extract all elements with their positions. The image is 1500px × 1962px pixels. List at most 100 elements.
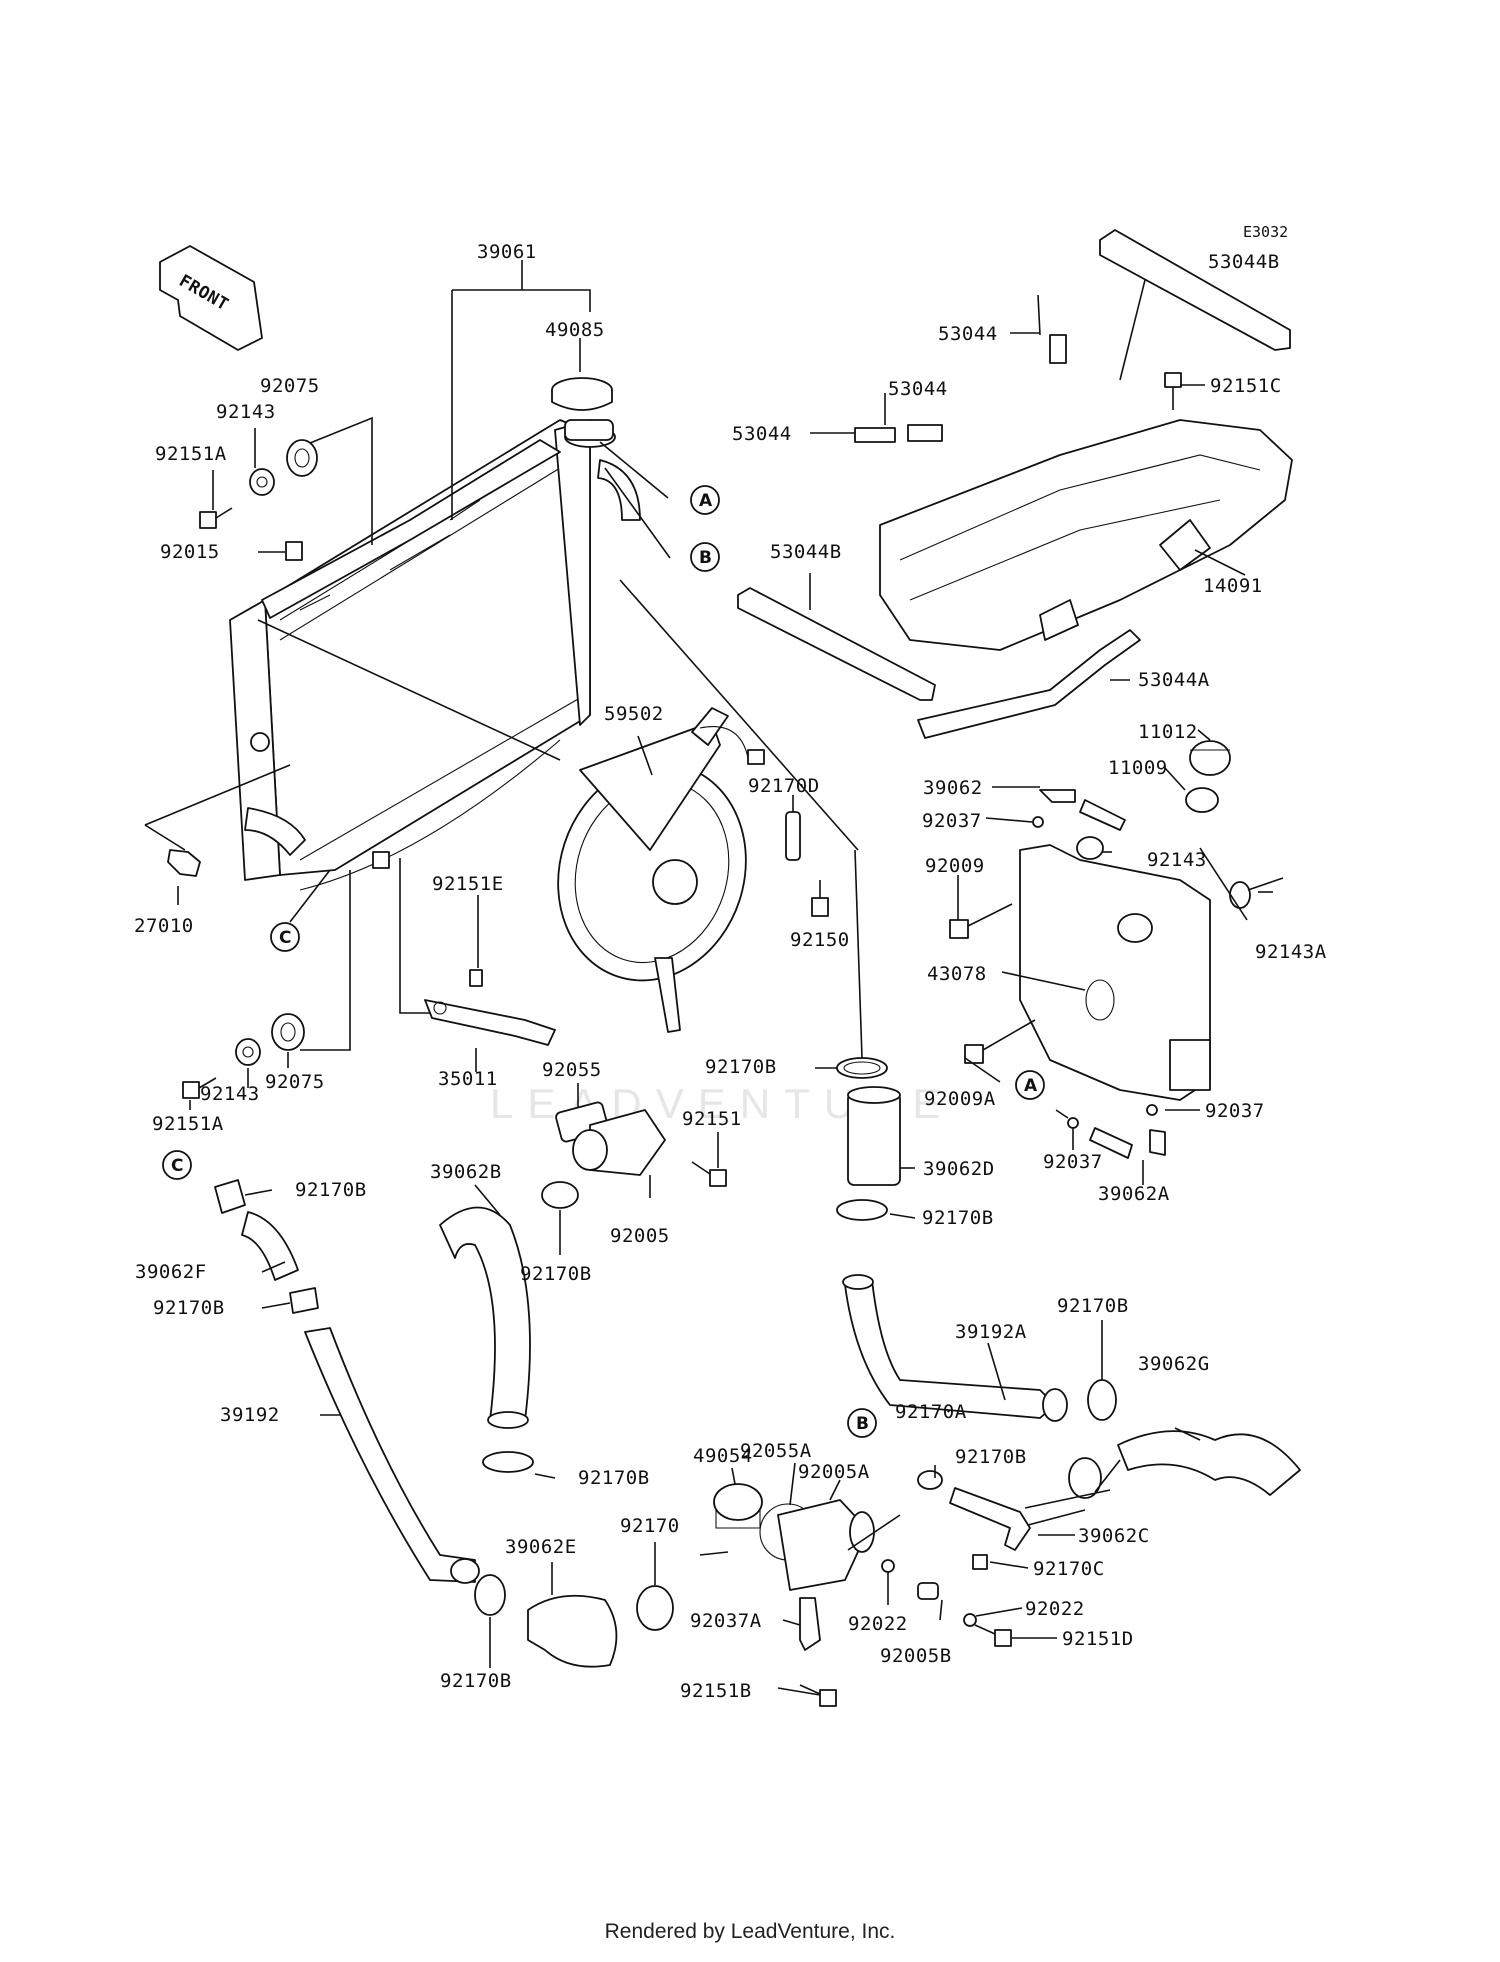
label-39062A: 39062A bbox=[1098, 1183, 1170, 1205]
thermostat-49054 bbox=[713, 1483, 763, 1529]
label-92015: 92015 bbox=[160, 541, 220, 563]
clamp-92037-mid bbox=[1067, 1117, 1079, 1129]
label-92170B-d: 92170B bbox=[578, 1467, 650, 1489]
label-92151A-bot: 92151A bbox=[152, 1113, 224, 1135]
bolt-92151C bbox=[1164, 372, 1182, 410]
bracket-35011 bbox=[424, 969, 556, 1046]
grommet-bottom bbox=[271, 1013, 305, 1051]
svg-text:B: B bbox=[856, 1414, 869, 1434]
label-92009: 92009 bbox=[925, 855, 985, 877]
seal-53044-c bbox=[854, 427, 896, 443]
grommet-top bbox=[286, 439, 318, 477]
label-11012: 11012 bbox=[1138, 721, 1198, 743]
hose-39062E bbox=[527, 1594, 618, 1668]
label-92037A: 92037A bbox=[690, 1610, 762, 1632]
label-92037-right: 92037 bbox=[1205, 1100, 1265, 1122]
hose-39062B bbox=[439, 1206, 531, 1429]
seal-53044B-mid bbox=[737, 587, 936, 701]
label-92170B-f: 92170B bbox=[153, 1297, 225, 1319]
footer-credit: Rendered by LeadVenture, Inc. bbox=[604, 1920, 896, 1943]
clip-92170D bbox=[785, 811, 801, 861]
label-92022-b: 92022 bbox=[1025, 1598, 1085, 1620]
label-39062B: 39062B bbox=[430, 1161, 502, 1183]
label-92170: 92170 bbox=[620, 1515, 680, 1537]
pipe-39192 bbox=[304, 1327, 480, 1584]
label-92037-mid: 92037 bbox=[1043, 1151, 1103, 1173]
label-39062: 39062 bbox=[923, 777, 983, 799]
label-92022-a: 92022 bbox=[848, 1613, 908, 1635]
label-27010: 27010 bbox=[134, 915, 194, 937]
label-53044B-mid: 53044B bbox=[770, 541, 842, 563]
label-92151A-top: 92151A bbox=[155, 443, 227, 465]
label-92170B-g: 92170B bbox=[440, 1670, 512, 1692]
bolt-92150 bbox=[811, 897, 829, 917]
part-labels: 39061 49085 92075 92143 92151A 92015 270… bbox=[134, 241, 1327, 1702]
seal-53044-a bbox=[1049, 334, 1067, 364]
svg-text:C: C bbox=[171, 1156, 183, 1176]
radiator-drawing bbox=[229, 419, 641, 891]
clamp-92170 bbox=[636, 1585, 674, 1631]
filler-cap-11012 bbox=[1189, 740, 1231, 776]
grommet-92143-tank bbox=[1076, 836, 1104, 860]
label-92143-tank: 92143 bbox=[1147, 849, 1207, 871]
clamp-92170B-f bbox=[289, 1287, 319, 1314]
clamp-92170B-d bbox=[482, 1451, 534, 1473]
label-92143-bot: 92143 bbox=[200, 1083, 260, 1105]
callout-c-bottom: C bbox=[162, 1150, 192, 1180]
washer-bottom bbox=[235, 1038, 261, 1066]
clamp-92037-top bbox=[1032, 816, 1044, 828]
bolt-92151D bbox=[974, 1624, 1012, 1647]
clamp-92170B-g bbox=[474, 1574, 506, 1616]
label-39061: 39061 bbox=[477, 241, 537, 263]
label-53044-c: 53044 bbox=[732, 423, 792, 445]
cover-14091 bbox=[879, 419, 1293, 651]
hose-39062D bbox=[847, 1086, 901, 1186]
clamp-92037-right bbox=[1146, 1104, 1158, 1116]
label-92037-top: 92037 bbox=[922, 810, 982, 832]
hose-39062 bbox=[1039, 789, 1126, 831]
label-35011: 35011 bbox=[438, 1068, 498, 1090]
svg-text:A: A bbox=[699, 491, 713, 511]
label-49085: 49085 bbox=[545, 319, 605, 341]
hose-39062G bbox=[1117, 1430, 1301, 1496]
label-49054: 49054 bbox=[693, 1445, 753, 1467]
label-14091: 14091 bbox=[1203, 575, 1263, 597]
label-92170B-a: 92170B bbox=[705, 1056, 777, 1078]
label-92170B-h: 92170B bbox=[1057, 1295, 1129, 1317]
label-92009A: 92009A bbox=[924, 1088, 996, 1110]
bolt-top bbox=[199, 507, 233, 529]
label-92151C: 92151C bbox=[1210, 375, 1282, 397]
label-92151: 92151 bbox=[682, 1108, 742, 1130]
label-92143A: 92143A bbox=[1255, 941, 1327, 963]
label-92151D: 92151D bbox=[1062, 1628, 1134, 1650]
label-39062F: 39062F bbox=[135, 1261, 207, 1283]
callout-b-bottom: B bbox=[847, 1408, 877, 1438]
nut-clip-92015 bbox=[285, 541, 303, 561]
label-92170D: 92170D bbox=[748, 775, 820, 797]
callout-a-top: A bbox=[690, 485, 720, 515]
washer-top bbox=[249, 468, 275, 496]
bolt-92009 bbox=[949, 903, 1013, 939]
label-53044B-top: 53044B bbox=[1208, 251, 1280, 273]
label-59502: 59502 bbox=[604, 703, 664, 725]
hose-39062A bbox=[1089, 1127, 1166, 1159]
clamp-92170B-b bbox=[836, 1199, 888, 1221]
reservoir-tank bbox=[1019, 844, 1211, 1101]
collar-92143A bbox=[1229, 877, 1284, 909]
label-92170B-b: 92170B bbox=[922, 1207, 994, 1229]
fan-drawing bbox=[557, 707, 765, 1033]
label-39062G: 39062G bbox=[1138, 1353, 1210, 1375]
label-92055: 92055 bbox=[542, 1059, 602, 1081]
label-53044-a: 53044 bbox=[938, 323, 998, 345]
label-53044-b: 53044 bbox=[888, 378, 948, 400]
label-92151E: 92151E bbox=[432, 873, 504, 895]
label-92075-top: 92075 bbox=[260, 375, 320, 397]
gasket-11009 bbox=[1185, 787, 1219, 813]
callout-c-left: C bbox=[270, 922, 300, 952]
clamp-92170B-c bbox=[541, 1181, 579, 1209]
callout-a-right: A bbox=[1015, 1070, 1045, 1100]
radiator-cap bbox=[551, 377, 613, 411]
label-92170C: 92170C bbox=[1033, 1558, 1105, 1580]
bolt-92151 bbox=[691, 1161, 727, 1187]
